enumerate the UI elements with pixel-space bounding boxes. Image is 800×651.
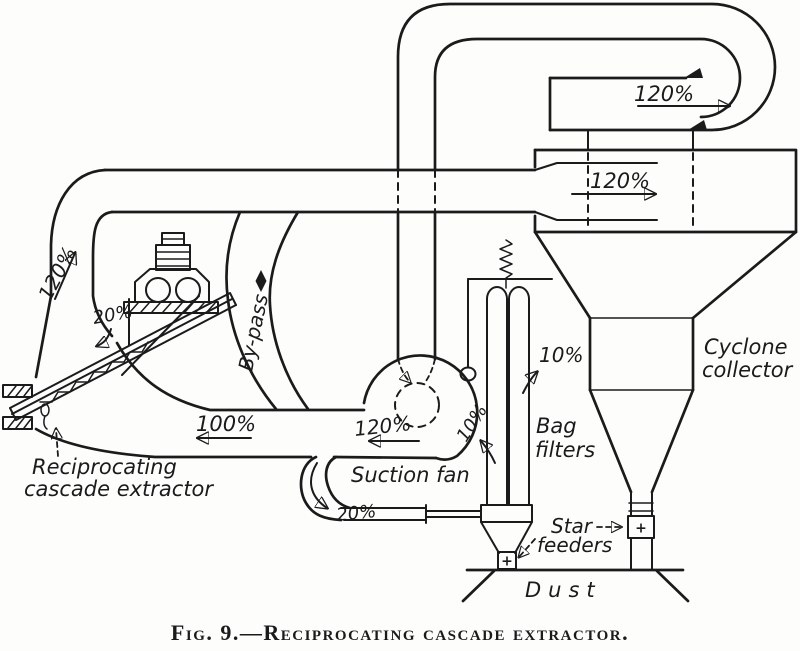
crank-wheel-right bbox=[175, 277, 201, 303]
fan-inlet-flow-dash bbox=[397, 358, 410, 382]
branch-pipe-wide bbox=[340, 507, 427, 521]
dust-label: Dust bbox=[525, 578, 602, 602]
bag-branch-flow-label: 20% bbox=[335, 501, 377, 526]
splitter-tab-lower bbox=[688, 120, 707, 130]
branch-pipe-narrow bbox=[425, 510, 482, 518]
lower-duct-top bbox=[115, 341, 366, 412]
bag-vent-upper-label: 10% bbox=[539, 343, 583, 367]
lower-duct-bottom-right bbox=[332, 455, 438, 460]
bag-filters-label-1: Bag bbox=[536, 414, 577, 438]
cyclone-star-feeder-symbol: + bbox=[635, 521, 647, 537]
left-riser-outer bbox=[34, 168, 107, 379]
cyclone-collector: + bbox=[533, 148, 798, 571]
counterweight-ball bbox=[459, 366, 477, 382]
branch-elbow-inner bbox=[324, 455, 352, 510]
extractor-pointer-arrow bbox=[56, 429, 58, 457]
riser-flow-arrow bbox=[54, 253, 75, 300]
support-block-upper-hatch bbox=[7, 385, 32, 397]
fan-inlet-dash-right bbox=[425, 358, 436, 382]
extractor-feed-flow-arrow bbox=[97, 328, 112, 346]
cyclone-label-1: Cyclone bbox=[704, 335, 788, 359]
flow-arrows bbox=[55, 106, 729, 557]
fan-inlet-eye bbox=[394, 382, 440, 428]
bag-dome-tops bbox=[486, 286, 530, 300]
support-block-lower bbox=[2, 416, 33, 430]
fan-suction-riser-and-top-loop bbox=[396, 2, 777, 361]
outlet-flange-bands bbox=[628, 502, 654, 512]
cone-right bbox=[650, 388, 695, 494]
bag-hopper-cone bbox=[480, 521, 533, 554]
bag-filters-label-2: filters bbox=[535, 438, 595, 462]
figure-caption: Fig. 9.—Reciprocating cascade extractor. bbox=[171, 620, 629, 645]
star-feeders-label-2: feeders bbox=[537, 533, 612, 557]
top-pipe-outer bbox=[396, 2, 777, 172]
fan-discharge-duct bbox=[34, 341, 438, 460]
dust-pile bbox=[461, 568, 690, 603]
reciprocating-cascade-extractor bbox=[2, 232, 237, 430]
extractor-to-cyclone-duct bbox=[34, 168, 537, 379]
drive-base-plate bbox=[123, 301, 219, 314]
bag-star-feeder-symbol: + bbox=[501, 554, 513, 570]
support-block-lower-hatch bbox=[7, 417, 32, 429]
fan-outlet-flow-label: 120% bbox=[353, 411, 412, 441]
inlet-diffuser-top bbox=[534, 162, 658, 171]
bag-vent-upper-arrow bbox=[522, 372, 537, 394]
cyclone-shoulder-right bbox=[691, 230, 798, 320]
bag-vent-lower-arrow bbox=[481, 441, 496, 464]
cyclone-inlet-box bbox=[533, 148, 798, 234]
drive-motor-fins bbox=[155, 251, 191, 267]
feeder-discharge-pipe bbox=[630, 537, 653, 571]
shaker-spring bbox=[499, 239, 513, 289]
dust-pile-slopes bbox=[461, 569, 690, 603]
splitter-tab-upper bbox=[684, 68, 703, 78]
cone-left bbox=[588, 388, 633, 494]
top-loop-flow-label: 120% bbox=[634, 82, 694, 106]
fan-casing bbox=[362, 354, 479, 461]
chain-tail bbox=[43, 415, 48, 430]
return-duct-flow-label: 100% bbox=[196, 412, 256, 436]
cyclone-inlet-flow-label: 120% bbox=[590, 169, 650, 193]
cyclone-shoulder-left bbox=[533, 230, 592, 320]
extractor-feed-flow-label: 20% bbox=[91, 301, 134, 329]
extractor-label-2: cascade extractor bbox=[24, 477, 214, 501]
cascade-steps bbox=[39, 341, 149, 403]
riser-flow-label: 120% bbox=[33, 243, 81, 305]
star-feeder-pointer-left bbox=[519, 538, 536, 557]
support-block-upper bbox=[2, 384, 33, 398]
cyclone-label-2: collector bbox=[702, 358, 794, 382]
bypass-right-edge bbox=[268, 210, 310, 411]
extractor-label-1: Reciprocating bbox=[32, 455, 177, 479]
star-feeders-label-1: Star bbox=[551, 514, 594, 538]
left-riser-inner-hood bbox=[91, 210, 114, 338]
bag-header-box bbox=[480, 504, 533, 523]
bypass-flow-arrow-icon bbox=[255, 270, 267, 292]
bag-filter-branch-pipe bbox=[299, 455, 482, 524]
bag-branch-flow-arrow bbox=[310, 462, 327, 508]
connecting-rod bbox=[121, 295, 200, 376]
cascade-chute-top bbox=[9, 292, 237, 415]
branch-elbow-outer bbox=[299, 455, 343, 522]
diagram-labels: 120% 120% 120% 120% 100% 20% 20% 10% 10%… bbox=[24, 82, 794, 602]
suction-fan-label: Suction fan bbox=[351, 463, 470, 487]
bypass-label: By-pass bbox=[233, 292, 273, 373]
crank-wheel-left bbox=[145, 277, 171, 303]
suction-fan bbox=[362, 354, 479, 461]
lower-duct-bottom-left bbox=[34, 427, 313, 459]
inlet-diffuser-bottom bbox=[534, 211, 658, 221]
cyclone-star-feeder bbox=[627, 515, 655, 539]
bag-tubes bbox=[486, 298, 530, 506]
